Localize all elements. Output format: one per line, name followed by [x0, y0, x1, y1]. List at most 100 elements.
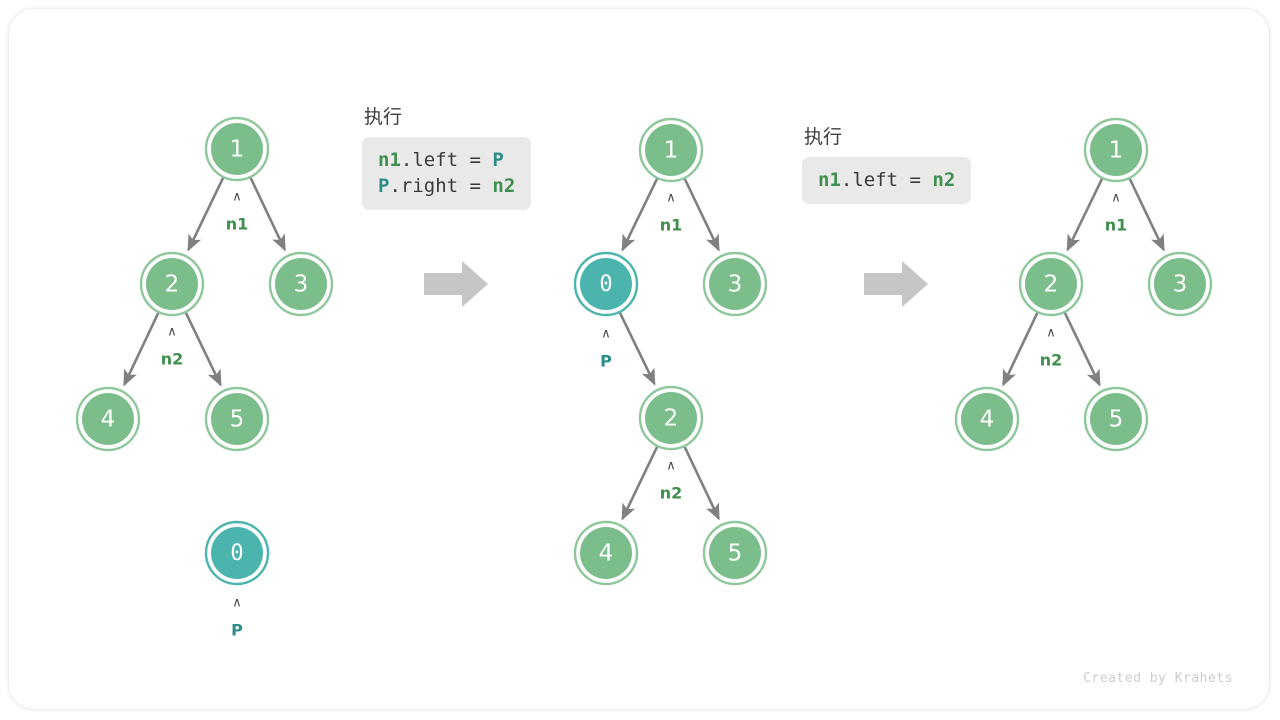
node-outer-ring [1147, 251, 1213, 317]
node-body [82, 393, 134, 445]
node-value: 3 [1173, 272, 1188, 298]
code-panel-1-title: 执行 [364, 106, 403, 128]
tree-edge [1063, 312, 1101, 387]
node-outer-ring [638, 385, 704, 451]
node-outer-ring [1083, 386, 1149, 452]
pointers-layer: ∧n1∧n2∧P∧n1∧P∧n2∧n1∧n2 [161, 190, 1128, 640]
tree-edge [683, 178, 720, 252]
tree-node: 0 [573, 251, 639, 317]
tree-node: 3 [268, 251, 334, 317]
node-outer-ring [573, 520, 639, 586]
code-token: n1 [378, 149, 401, 171]
pointer-label: n2 [161, 350, 184, 369]
tree-node: 1 [204, 116, 270, 182]
pointer-label: n2 [1040, 351, 1063, 370]
pointer-caret-icon: ∧ [666, 191, 676, 206]
node-value: 0 [230, 541, 243, 566]
tree-node: 1 [1083, 117, 1149, 183]
node-body [580, 527, 632, 579]
node-value: 2 [664, 406, 679, 432]
node-body [709, 527, 761, 579]
node-body [275, 258, 327, 310]
node-body [580, 258, 632, 310]
node-body [1090, 124, 1142, 176]
step-arrow-1 [424, 261, 488, 307]
node-outer-ring [702, 520, 768, 586]
node-value: 4 [599, 541, 614, 567]
code-line: n1.left = P [378, 147, 515, 173]
node-outer-ring [1083, 117, 1149, 183]
node-outer-ring [204, 386, 270, 452]
node-value: 1 [664, 138, 679, 164]
node-value: 4 [980, 407, 995, 433]
pointer-caret-icon: ∧ [601, 327, 611, 342]
pointer-label: n1 [1105, 216, 1128, 235]
code-token: P [492, 149, 504, 171]
code-token: .left [840, 169, 910, 191]
code-token: n1 [818, 169, 841, 191]
node-body [709, 258, 761, 310]
node-body [146, 258, 198, 310]
code-line: n1.left = n2 [818, 167, 955, 193]
tree-node: 2 [139, 251, 205, 317]
tree-node: 4 [573, 520, 639, 586]
pointer-label: P [600, 352, 612, 371]
pointer-label: n1 [226, 215, 249, 234]
code-token: P [378, 175, 390, 197]
tree-node: 3 [1147, 251, 1213, 317]
code-token: = [909, 169, 933, 191]
credit-text: Created by Krahets [1083, 671, 1233, 686]
tree-node: 0 [204, 520, 270, 586]
pointer-label: P [231, 621, 243, 640]
pointer-label: n2 [660, 484, 683, 503]
node-value: 2 [1044, 272, 1059, 298]
tree-edge [1066, 178, 1104, 252]
tree-node: 5 [1083, 386, 1149, 452]
node-body [211, 393, 263, 445]
tree-edge [621, 178, 659, 252]
edges-layer [123, 177, 1165, 521]
tree-edge [187, 177, 225, 252]
node-outer-ring [204, 520, 270, 586]
node-body [645, 392, 697, 444]
node-outer-ring [268, 251, 334, 317]
node-outer-ring [954, 386, 1020, 452]
node-body [1025, 258, 1077, 310]
node-outer-ring [204, 116, 270, 182]
code-token: .right [389, 175, 470, 197]
step-arrow-2 [864, 261, 928, 307]
tree-node: 4 [954, 386, 1020, 452]
tree-node: 4 [75, 386, 141, 452]
node-outer-ring [139, 251, 205, 317]
code-token: = [469, 149, 493, 171]
pointer-caret-icon: ∧ [167, 325, 177, 340]
node-value: 2 [165, 272, 180, 298]
node-body [961, 393, 1013, 445]
tree-edge [621, 446, 659, 521]
code-line: P.right = n2 [378, 173, 515, 199]
code-token: n2 [932, 169, 956, 191]
tree-edge [1002, 312, 1039, 387]
node-body [211, 527, 263, 579]
node-value: 1 [230, 137, 245, 163]
node-value: 3 [294, 272, 309, 298]
node-value: 0 [599, 272, 612, 297]
node-value: 1 [1109, 138, 1124, 164]
pointer-caret-icon: ∧ [232, 596, 242, 611]
pointer-caret-icon: ∧ [1111, 191, 1121, 206]
code-token: .left [400, 149, 470, 171]
tree-node: 2 [638, 385, 704, 451]
tree-edge [184, 312, 222, 387]
pointer-label: n1 [660, 216, 683, 235]
node-outer-ring [573, 251, 639, 317]
tree-edge [618, 312, 656, 386]
node-value: 4 [101, 407, 116, 433]
pointer-caret-icon: ∧ [1046, 326, 1056, 341]
pointer-caret-icon: ∧ [232, 190, 242, 205]
tree-node: 1 [638, 117, 704, 183]
tree-edge [683, 446, 720, 521]
